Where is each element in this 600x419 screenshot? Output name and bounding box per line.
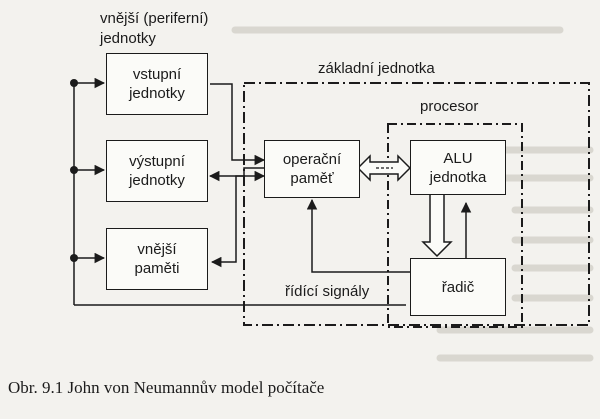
input-units-box: vstupní jednotky [106,53,208,115]
peripheral-data-paths [208,83,266,268]
peripheral-bus [73,77,406,306]
control-signal-lines [306,198,472,273]
alu-controller-arrow [421,192,453,258]
operating-memory-label: operační paměť [282,151,342,187]
processor-boundary [387,123,523,328]
input-units-label: vstupní jednotky [129,66,185,102]
controller-box: řadič [410,258,506,316]
controller-label: řadič [441,278,475,296]
operating-memory-box: operační paměť [264,140,360,198]
processor-label: procesor [420,98,479,115]
base-unit-label: základní jednotka [318,60,435,77]
control-signals-label: řídící signály [285,283,370,300]
output-units-box: výstupní jednotky [106,140,208,202]
junction-dot [70,254,78,262]
junction-dot [70,79,78,87]
external-memory-label: vnější paměti [134,241,180,277]
external-memory-box: vnější paměti [106,228,208,290]
peripheral-group-label: vnější (periferní) jednotky [100,10,209,47]
junction-dot [70,166,78,174]
alu-label: ALU jednotka [429,149,487,186]
output-units-label: výstupní jednotky [129,153,185,189]
alu-box: ALU jednotka [410,140,506,195]
figure-caption: Obr. 9.1 John von Neumannův model počíta… [8,378,325,397]
